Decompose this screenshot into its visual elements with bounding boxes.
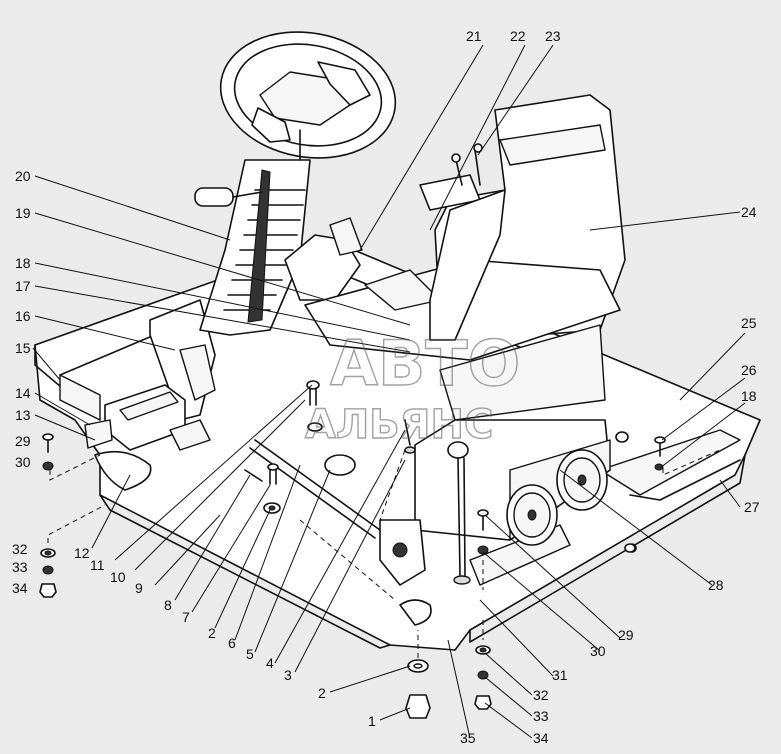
accelerator-pedal <box>104 384 211 451</box>
leader-lines <box>32 44 746 739</box>
callout-label: 17 <box>15 278 31 294</box>
callout-label: 6 <box>228 635 236 651</box>
callout-label: 34 <box>12 580 28 596</box>
cooling-fan <box>506 484 558 546</box>
callout-label: 18 <box>15 255 31 271</box>
callout-label: 35 <box>460 730 476 746</box>
callout-label: 3 <box>284 667 292 683</box>
callout-labels: 1 2 2 3 4 5 6 7 8 9 10 11 12 13 14 15 16… <box>12 28 760 746</box>
steering-wheel <box>219 31 397 161</box>
callout-label: 32 <box>12 541 28 557</box>
callout-label: 13 <box>15 407 31 423</box>
callout-label: 7 <box>182 609 190 625</box>
watermark: АВТО АЛЬЯНС <box>304 326 521 448</box>
callout-label: 11 <box>90 557 105 573</box>
callout-label: 2 <box>318 685 326 701</box>
assembly-lines <box>47 449 721 658</box>
callout-label: 10 <box>110 569 126 585</box>
operator-seat <box>304 94 626 421</box>
callout-label: 21 <box>466 28 482 44</box>
brake-pedal <box>149 299 216 421</box>
callout-label: 29 <box>15 433 31 449</box>
callout-label: 14 <box>15 385 31 401</box>
callout-label: 19 <box>15 205 31 221</box>
cooling-fan <box>556 449 608 511</box>
watermark-line-2: АЛЬЯНС <box>305 402 493 448</box>
bolt <box>267 463 279 485</box>
callout-label: 4 <box>266 655 274 671</box>
callout-label: 31 <box>552 667 568 683</box>
mounting-bracket <box>399 599 432 626</box>
callout-label: 16 <box>15 308 31 324</box>
callout-label: 20 <box>15 168 31 184</box>
fasteners <box>39 380 666 719</box>
bolt <box>477 509 489 531</box>
callout-label: 18 <box>741 388 757 404</box>
bolt <box>306 380 320 406</box>
bolt <box>42 433 54 453</box>
watermark-line-1: АВТО <box>330 327 520 400</box>
callout-label: 32 <box>533 687 549 703</box>
callout-label: 30 <box>590 643 606 659</box>
callout-label: 12 <box>74 545 90 561</box>
callout-label: 29 <box>618 627 634 643</box>
linkage-shaft <box>249 439 426 586</box>
callout-label: 15 <box>15 340 31 356</box>
callout-label: 22 <box>510 28 526 44</box>
support-bracket <box>84 419 152 491</box>
callout-label: 24 <box>741 204 757 220</box>
callout-label: 30 <box>15 454 31 470</box>
callout-label: 25 <box>741 315 757 331</box>
left-console <box>284 217 363 301</box>
gear-lever <box>447 441 471 585</box>
callout-label: 26 <box>741 362 757 378</box>
callout-label: 23 <box>545 28 561 44</box>
callout-label: 34 <box>533 730 549 746</box>
callout-label: 27 <box>744 499 760 515</box>
callout-label: 5 <box>246 646 254 662</box>
callout-label: 28 <box>708 577 724 593</box>
callout-label: 2 <box>208 625 216 641</box>
callout-label: 33 <box>12 559 28 575</box>
callout-label: 8 <box>164 597 172 613</box>
callout-label: 9 <box>135 580 143 596</box>
steering-column <box>194 159 311 336</box>
bolt <box>654 436 666 457</box>
callout-label: 33 <box>533 708 549 724</box>
callout-label: 1 <box>368 713 376 729</box>
